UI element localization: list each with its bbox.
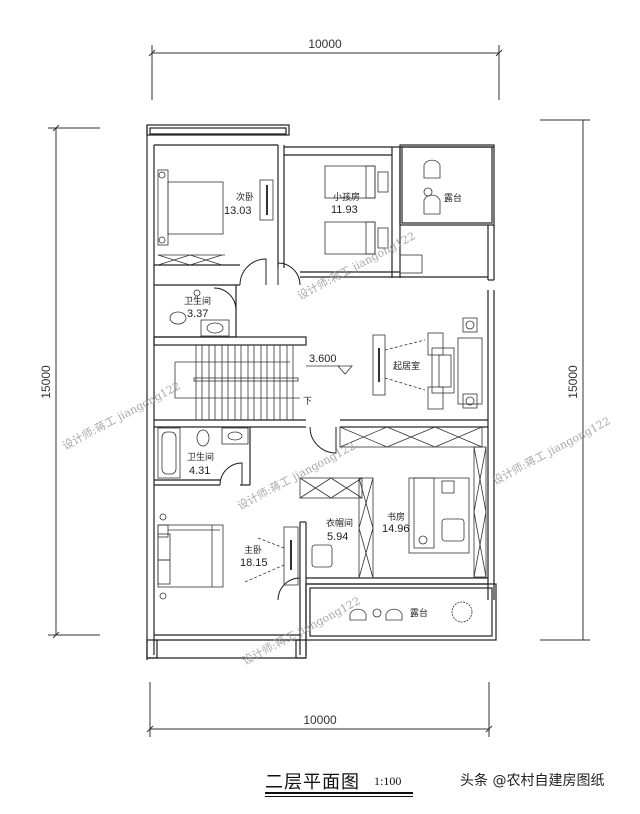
drawing-title: 二层平面图: [265, 772, 360, 793]
room-area-bathroom-1: 3.37: [187, 308, 208, 320]
left-dimension-label: 15000: [39, 365, 53, 399]
room-label-study: 书房: [387, 511, 405, 523]
room-label-bathroom-2: 卫生间: [187, 451, 214, 463]
room-label-bathroom-1: 卫生间: [184, 295, 211, 307]
top-dimension-label: 10000: [308, 37, 342, 51]
top-dimension-line: [148, 45, 503, 100]
watermark: 设计师:蒋工 jiangong122: [295, 229, 417, 302]
walls: [146, 124, 497, 660]
bottom-dimension-label: 10000: [303, 713, 337, 727]
room-label-secondary-bedroom: 次卧: [236, 191, 254, 203]
room-area-walk-in-closet: 5.94: [327, 531, 348, 543]
room-area-kids-room: 11.93: [331, 204, 358, 216]
title-underline-thin: [265, 796, 413, 797]
room-label-living-room: 起居室: [393, 360, 420, 372]
room-label-kids-room: 小孩房: [333, 191, 360, 203]
stair-down-label: 下: [303, 397, 312, 407]
room-area-master-bedroom: 18.15: [240, 557, 268, 569]
right-dimension-line: [540, 119, 590, 641]
left-dimension-line: [48, 124, 100, 639]
watermark: 设计师:蒋工 jiangong122: [235, 439, 357, 512]
stair-elevation: 3.600: [309, 353, 337, 365]
right-dimension-label: 15000: [566, 365, 580, 399]
watermark: 设计师:蒋工 jiangong122: [490, 414, 612, 487]
room-area-bathroom-2: 4.31: [189, 465, 210, 477]
room-label-master-bedroom: 主卧: [244, 544, 262, 556]
doors: [213, 258, 337, 601]
title-underline-thick: [265, 792, 413, 794]
room-label-balcony-north: 露台: [444, 192, 462, 204]
watermark: 设计师:蒋工 jiangong122: [240, 594, 362, 667]
room-area-secondary-bedroom: 13.03: [224, 205, 252, 217]
room-area-study: 14.96: [382, 523, 410, 535]
watermark: 设计师:蒋工 jiangong122: [60, 379, 182, 452]
furniture: [157, 159, 487, 623]
room-label-balcony-south: 露台: [410, 607, 428, 619]
room-label-walk-in-closet: 衣帽间: [326, 517, 353, 529]
source-credit: 头条 @农村自建房图纸: [460, 773, 605, 789]
drawing-scale: 1:100: [374, 774, 402, 788]
bottom-dimension-line: [146, 682, 493, 737]
